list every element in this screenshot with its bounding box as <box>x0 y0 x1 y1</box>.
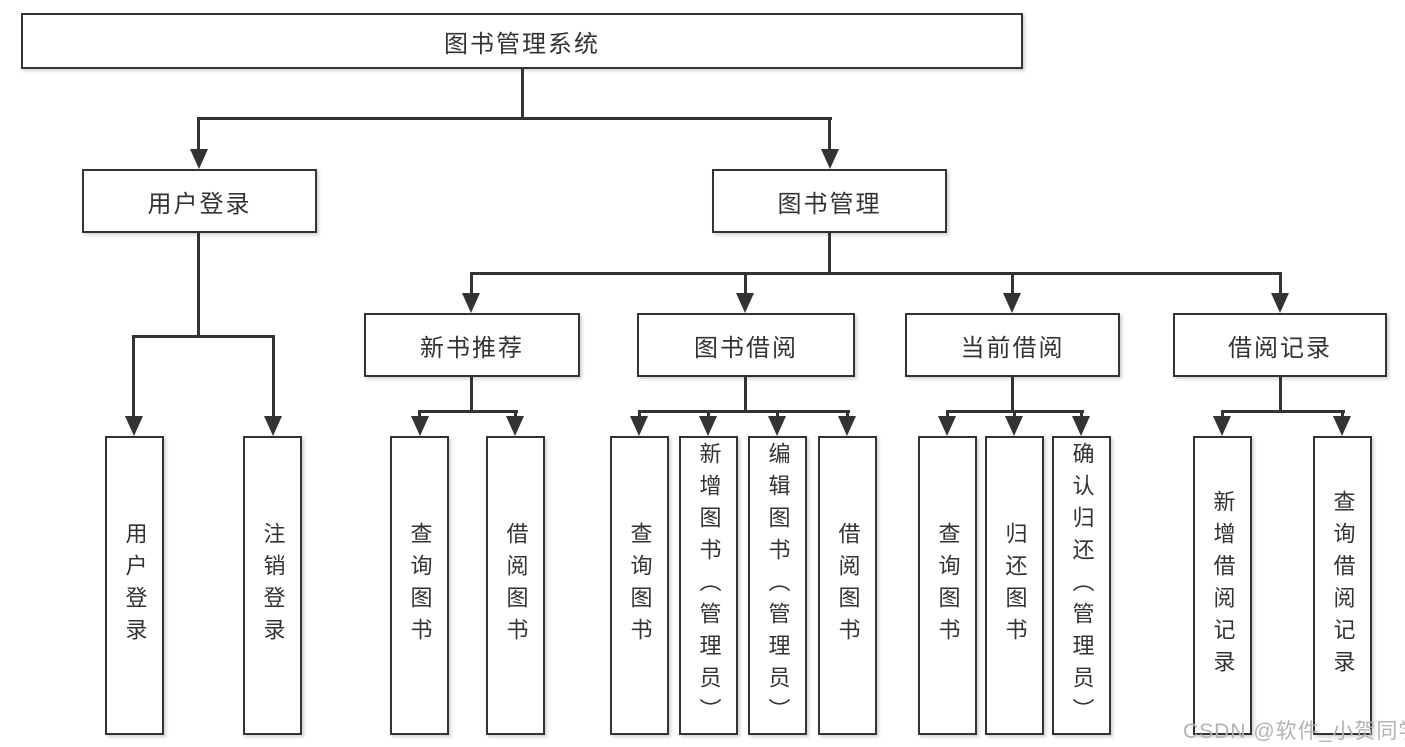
connector-line <box>638 410 850 413</box>
leaf-add-borrow-record: 新增借阅记录 <box>1193 436 1252 735</box>
arrowhead-down-icon <box>736 293 754 313</box>
leaf-logout: 注销登录 <box>243 436 302 735</box>
arrowhead-down-icon <box>1005 416 1023 436</box>
node-root-system: 图书管理系统 <box>21 13 1023 69</box>
connector-line <box>470 272 1282 275</box>
leaf-borrowing-query-books: 查询图书 <box>610 436 669 735</box>
connector-line <box>514 410 517 419</box>
connector-line <box>272 335 275 418</box>
leaf-logout-label: 注销登录 <box>260 521 286 650</box>
arrowhead-down-icon <box>190 149 208 169</box>
node-user-login: 用户登录 <box>82 169 317 233</box>
connector-line <box>197 233 200 337</box>
node-current-borrowing-label: 当前借阅 <box>960 334 1065 362</box>
leaf-borrowing-borrow-books: 借阅图书 <box>818 436 877 735</box>
connector-line <box>1279 377 1282 413</box>
arrowhead-down-icon <box>768 416 786 436</box>
connector-line <box>638 410 641 419</box>
connector-line <box>470 377 473 413</box>
arrowhead-down-icon <box>838 416 856 436</box>
arrowhead-down-icon <box>125 416 143 436</box>
connector-line <box>132 335 275 338</box>
connector-line <box>1221 410 1224 419</box>
connector-line <box>707 410 710 419</box>
leaf-borrowing-query-books-label: 查询图书 <box>627 521 653 650</box>
connector-line <box>846 410 849 419</box>
leaf-recommend-borrow-books-label: 借阅图书 <box>503 521 529 650</box>
leaf-confirm-return-admin-label: 确认归还（管理员） <box>1069 441 1095 730</box>
arrowhead-down-icon <box>506 416 524 436</box>
leaf-query-borrow-record-label: 查询借阅记录 <box>1330 489 1356 682</box>
leaf-user-login-label: 用户登录 <box>122 521 148 650</box>
node-book-management-label: 图书管理 <box>777 190 882 218</box>
connector-line <box>1341 410 1344 419</box>
arrowhead-down-icon <box>1271 293 1289 313</box>
connector-line <box>1080 410 1083 419</box>
connector-line <box>776 410 779 419</box>
arrowhead-down-icon <box>938 416 956 436</box>
connector-line <box>418 410 421 419</box>
connector-line <box>1279 272 1282 296</box>
arrowhead-down-icon <box>411 416 429 436</box>
connector-line <box>744 377 747 413</box>
connector-line <box>1011 272 1014 296</box>
connector-line <box>198 117 832 120</box>
node-borrowing-records-label: 借阅记录 <box>1228 334 1332 362</box>
leaf-add-books-admin-label: 新增图书（管理员） <box>696 441 722 730</box>
leaf-current-query-books-label: 查询图书 <box>935 521 961 650</box>
arrowhead-down-icon <box>821 149 839 169</box>
arrowhead-down-icon <box>630 416 648 436</box>
node-root-system-label: 图书管理系统 <box>444 30 600 58</box>
connector-line <box>828 233 831 274</box>
leaf-confirm-return-admin: 确认归还（管理员） <box>1052 436 1111 735</box>
connector-line <box>744 272 747 296</box>
connector-line <box>1013 410 1016 419</box>
leaf-recommend-borrow-books: 借阅图书 <box>486 436 545 735</box>
leaf-edit-books-admin-label: 编辑图书（管理员） <box>765 441 791 730</box>
leaf-recommend-query-books: 查询图书 <box>390 436 449 735</box>
leaf-user-login: 用户登录 <box>105 436 164 735</box>
connector-line <box>132 335 135 418</box>
connector-line <box>521 69 524 119</box>
connector-line <box>1221 410 1345 413</box>
arrowhead-down-icon <box>1333 416 1351 436</box>
leaf-recommend-query-books-label: 查询图书 <box>407 521 433 650</box>
connector-line <box>197 117 200 153</box>
node-book-borrowing-label: 图书借阅 <box>694 334 798 362</box>
node-book-borrowing: 图书借阅 <box>637 313 855 377</box>
connector-line <box>418 410 518 413</box>
leaf-add-borrow-record-label: 新增借阅记录 <box>1210 489 1236 682</box>
connector-line <box>946 410 949 419</box>
leaf-return-books: 归还图书 <box>985 436 1044 735</box>
arrowhead-down-icon <box>1072 416 1090 436</box>
connector-line <box>470 272 473 296</box>
leaf-edit-books-admin: 编辑图书（管理员） <box>748 436 807 735</box>
arrowhead-down-icon <box>462 293 480 313</box>
arrowhead-down-icon <box>264 416 282 436</box>
leaf-query-borrow-record: 查询借阅记录 <box>1313 436 1372 735</box>
node-user-login-label: 用户登录 <box>147 190 252 218</box>
arrowhead-down-icon <box>1213 416 1231 436</box>
connector-line <box>828 117 831 153</box>
node-new-book-recommend: 新书推荐 <box>364 313 580 377</box>
connector-line <box>1011 377 1014 413</box>
node-current-borrowing: 当前借阅 <box>905 313 1120 377</box>
arrowhead-down-icon <box>1003 293 1021 313</box>
leaf-borrowing-borrow-books-label: 借阅图书 <box>835 521 861 650</box>
leaf-add-books-admin: 新增图书（管理员） <box>679 436 738 735</box>
leaf-current-query-books: 查询图书 <box>918 436 977 735</box>
node-book-management: 图书管理 <box>712 169 947 233</box>
csdn-watermark: CSDN @软件_小贺同学 <box>1183 720 1405 743</box>
arrowhead-down-icon <box>699 416 717 436</box>
leaf-return-books-label: 归还图书 <box>1002 521 1028 650</box>
node-borrowing-records: 借阅记录 <box>1173 313 1387 377</box>
node-new-book-recommend-label: 新书推荐 <box>420 334 524 362</box>
